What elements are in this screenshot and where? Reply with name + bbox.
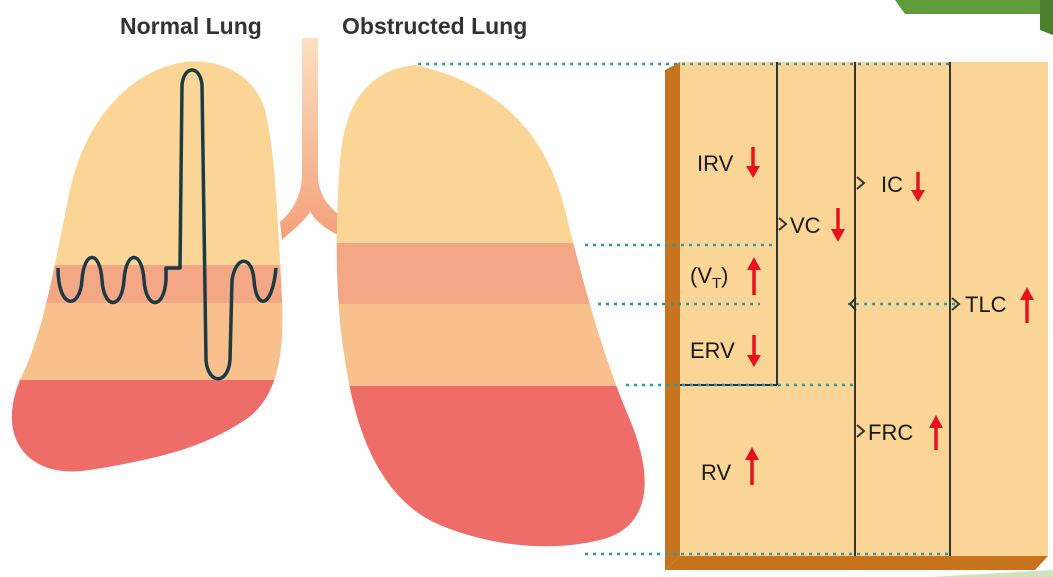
frc-label: FRC <box>868 420 913 445</box>
trachea <box>280 38 345 240</box>
vc-label: VC <box>790 213 821 238</box>
ic-label: IC <box>881 172 903 197</box>
title-obstructed-lung: Obstructed Lung <box>342 13 527 39</box>
vt-label: (VT) <box>690 263 729 292</box>
erv-label: ERV <box>690 338 735 363</box>
rv-label: RV <box>701 460 731 485</box>
normal-lung <box>0 40 300 500</box>
tlc-label: TLC <box>965 292 1007 317</box>
irv-label: IRV <box>697 151 734 176</box>
title-normal-lung: Normal Lung <box>120 13 262 39</box>
